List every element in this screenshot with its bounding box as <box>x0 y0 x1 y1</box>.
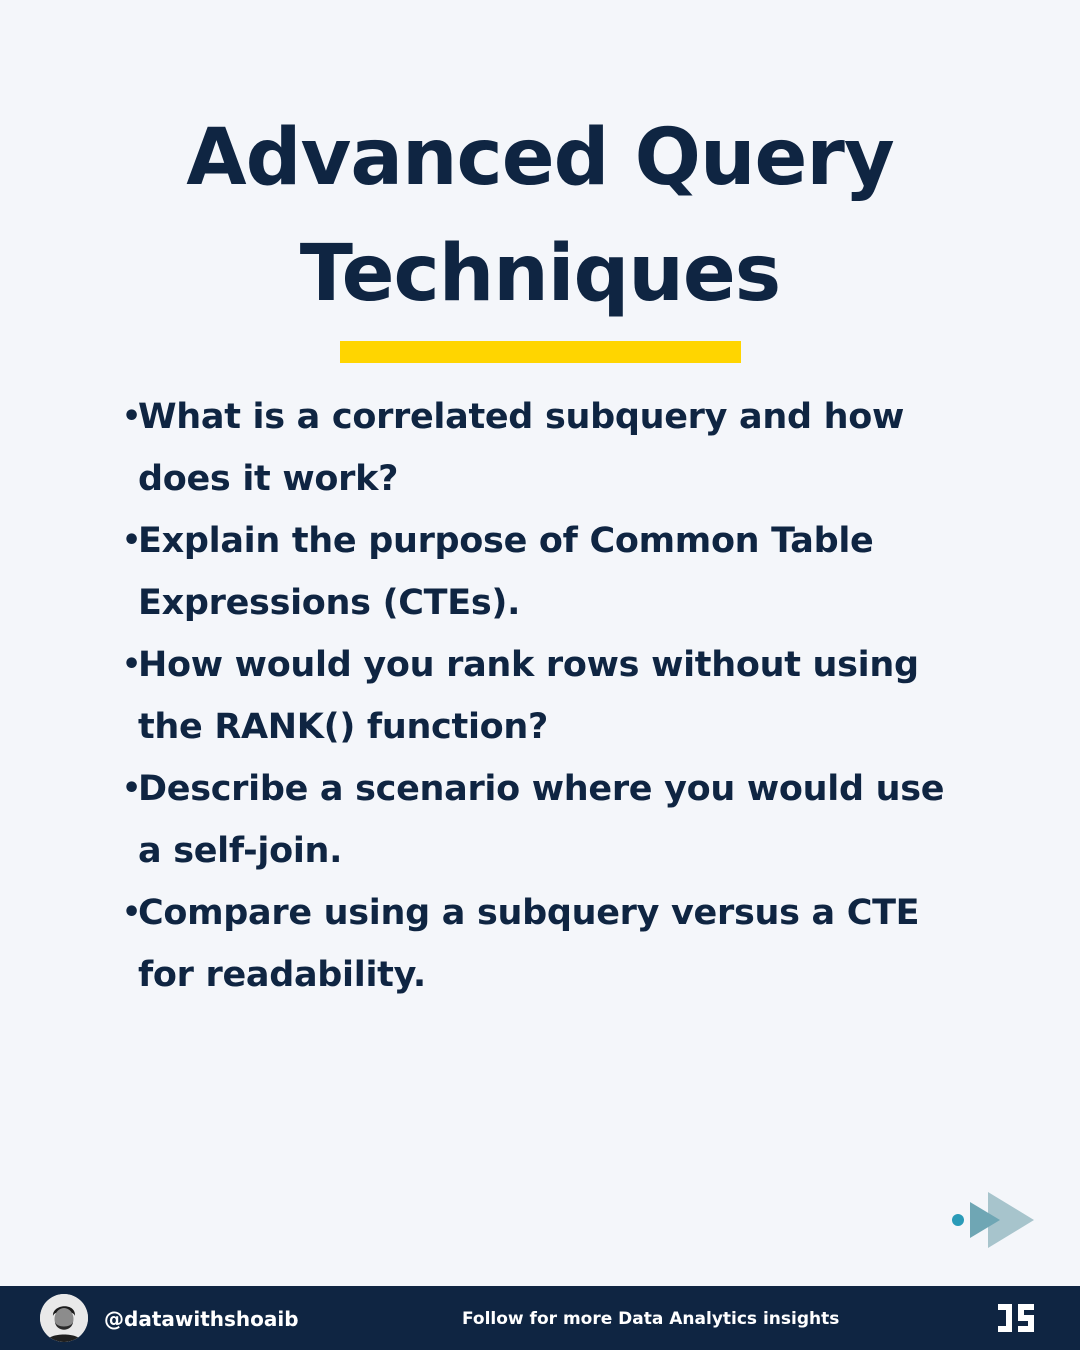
list-item-line: How would you rank rows without using <box>138 645 919 685</box>
account-handle[interactable]: @datawithshoaib <box>104 1307 299 1331</box>
page-title: Advanced Query Techniques <box>0 100 1080 332</box>
list-item: • Describe a scenario where you would us… <box>120 758 980 882</box>
bullet-icon: • <box>122 895 141 930</box>
title-underline <box>340 341 741 363</box>
title-line-1: Advanced Query <box>186 113 894 203</box>
follow-cta-text: Follow for more Data Analytics insights <box>462 1309 840 1329</box>
bullet-icon: • <box>122 399 141 434</box>
avatar[interactable] <box>40 1294 88 1342</box>
list-item: • What is a correlated subquery and how … <box>120 386 980 510</box>
list-item-line: a self-join. <box>138 831 343 871</box>
title-line-2: Techniques <box>299 229 781 319</box>
next-arrow-icon[interactable] <box>948 1190 1038 1250</box>
list-item: • How would you rank rows without using … <box>120 634 980 758</box>
list-item-line: Explain the purpose of Common Table <box>138 521 874 561</box>
list-item-line: for readability. <box>138 955 426 995</box>
list-item-line: What is a correlated subquery and how <box>138 397 904 437</box>
list-item: • Explain the purpose of Common Table Ex… <box>120 510 980 634</box>
list-item-line: does it work? <box>138 459 399 499</box>
ds-logo-icon <box>998 1304 1034 1332</box>
footer-bar: @datawithshoaib Follow for more Data Ana… <box>0 1286 1080 1350</box>
bullet-icon: • <box>122 523 141 558</box>
list-item-line: the RANK() function? <box>138 707 549 747</box>
profile-avatar-icon <box>40 1294 88 1342</box>
question-list: • What is a correlated subquery and how … <box>120 386 980 1006</box>
list-item-line: Describe a scenario where you would use <box>138 769 945 809</box>
list-item: • Compare using a subquery versus a CTE … <box>120 882 980 1006</box>
list-item-line: Expressions (CTEs). <box>138 583 521 623</box>
bullet-icon: • <box>122 771 141 806</box>
bullet-icon: • <box>122 647 141 682</box>
list-item-line: Compare using a subquery versus a CTE <box>138 893 920 933</box>
